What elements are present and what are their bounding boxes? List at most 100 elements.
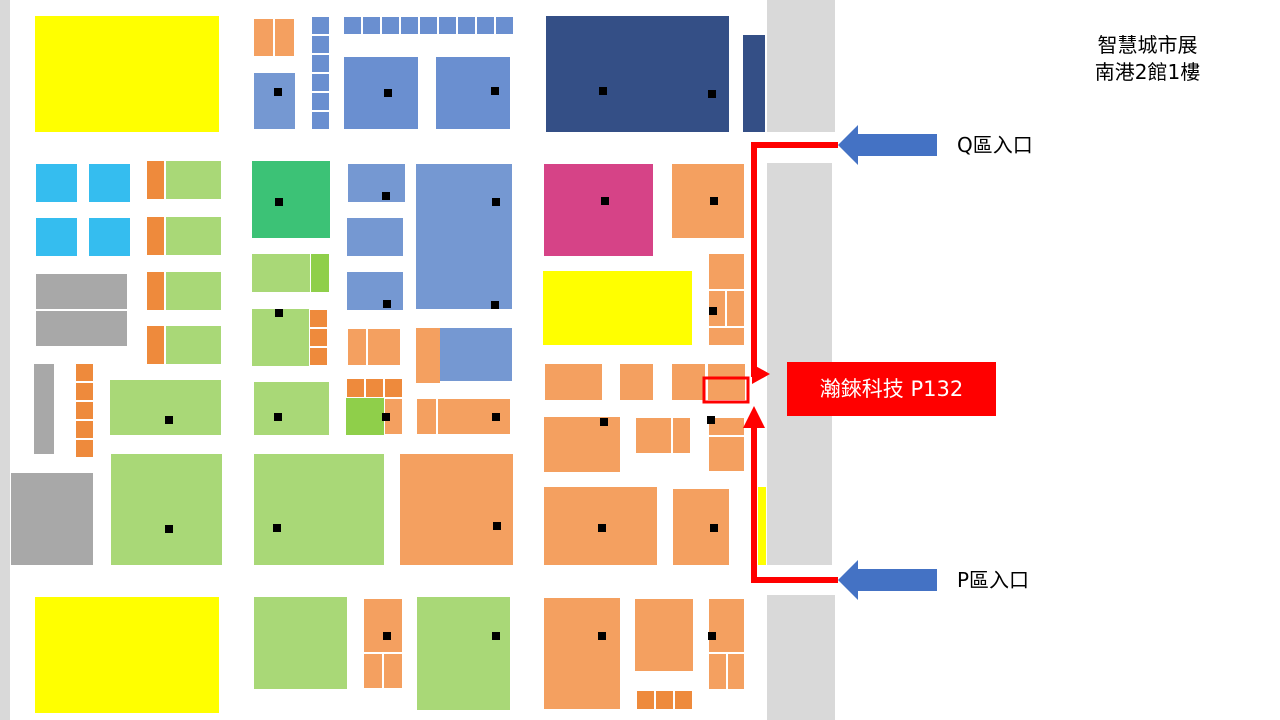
booth-green	[254, 382, 329, 435]
booth-orange	[673, 489, 729, 565]
hall-title-line2: 南港2館1樓	[1094, 60, 1201, 84]
booth-blue-small	[400, 16, 419, 35]
booth-orange-small	[75, 363, 94, 382]
booth-gray-narrow	[34, 364, 54, 454]
booth-gray-large	[11, 473, 93, 565]
booth-marker	[382, 192, 390, 200]
booth-marker	[710, 197, 718, 205]
booth-callout[interactable]: 瀚錸科技 P132	[787, 362, 996, 416]
booth-marker	[384, 89, 392, 97]
booth-orange	[545, 364, 602, 400]
booth-cyan	[36, 164, 77, 202]
booth-orange	[708, 598, 745, 653]
booth-orange-small	[655, 690, 674, 710]
booth-blue-tall	[416, 164, 512, 309]
booth-green	[166, 326, 221, 364]
booth-orange	[708, 436, 745, 472]
booth-cyan	[36, 218, 77, 256]
booth-orange-small	[75, 420, 94, 439]
booth-orange	[708, 253, 745, 290]
booth-blue-small	[457, 16, 476, 35]
booth-orange-small	[147, 326, 164, 364]
booth-marker	[383, 300, 391, 308]
booth-blue-small	[362, 16, 381, 35]
booth-marker	[601, 197, 609, 205]
booth-p132[interactable]	[708, 364, 745, 400]
booth-marker	[708, 632, 716, 640]
booth-orange-small	[309, 328, 328, 347]
booth-orange	[363, 598, 403, 653]
booth-orange	[672, 364, 705, 400]
booth-marker	[710, 524, 718, 532]
booth-green-small	[346, 398, 384, 435]
booth-orange-small	[75, 439, 94, 458]
booth-orange-large	[544, 598, 620, 709]
booth-blue	[440, 328, 512, 381]
booth-orange-small	[75, 401, 94, 420]
booth-marker	[165, 416, 173, 424]
booth-marker	[598, 632, 606, 640]
booth-marker	[165, 525, 173, 533]
booth-green	[110, 380, 221, 435]
booth-marker	[598, 524, 606, 532]
booth-orange-small	[147, 217, 164, 255]
booth-dark-green	[252, 161, 330, 238]
booth-marker	[599, 87, 607, 95]
booth-navy-narrow	[743, 35, 765, 132]
aisle-bottom	[767, 595, 835, 720]
booth-orange	[620, 364, 653, 400]
booth-orange	[708, 653, 727, 690]
booth-blue-small	[311, 92, 330, 111]
booth-marker	[492, 632, 500, 640]
booth-cyan	[89, 164, 130, 202]
booth-orange	[672, 417, 691, 454]
booth-magenta	[544, 164, 653, 256]
booth-gray	[35, 273, 128, 310]
booth-blue-small	[311, 16, 330, 35]
booth-blue-small	[419, 16, 438, 35]
booth-orange	[416, 398, 437, 435]
booth-yellow-strip	[758, 487, 766, 565]
booth-orange-small	[674, 690, 693, 710]
booth-green	[417, 597, 510, 710]
booth-marker	[492, 413, 500, 421]
booth-blue-small	[311, 73, 330, 92]
booth-marker	[493, 522, 501, 530]
booth-orange	[253, 18, 274, 57]
booth-orange-small	[365, 378, 384, 398]
p-entrance-label: P區入口	[957, 568, 1030, 592]
booth-orange	[635, 599, 693, 671]
booth-marker	[382, 413, 390, 421]
booth-green	[252, 254, 310, 292]
booth-orange-small	[636, 690, 655, 710]
booth-orange	[416, 328, 440, 383]
booth-yellow-top-left	[35, 16, 219, 132]
hall-title: 智慧城市展 南港2館1樓	[1070, 32, 1225, 86]
booth-marker	[275, 309, 283, 317]
booth-orange-small	[346, 378, 365, 398]
booth-cyan	[89, 218, 130, 256]
booth-marker	[492, 198, 500, 206]
booth-blue-small	[476, 16, 495, 35]
booth-blue-small	[438, 16, 457, 35]
booth-orange	[347, 328, 367, 366]
booth-marker	[383, 632, 391, 640]
booth-yellow	[543, 271, 692, 345]
booth-blue	[347, 218, 403, 256]
booth-marker	[708, 90, 716, 98]
booth-green	[166, 272, 221, 310]
booth-green	[252, 309, 309, 366]
booth-marker	[273, 524, 281, 532]
booth-blue	[344, 57, 418, 129]
booth-orange-small	[384, 378, 403, 398]
booth-blue	[347, 272, 403, 310]
booth-orange-small	[147, 272, 164, 310]
booth-green-small	[311, 254, 329, 292]
booth-marker	[491, 87, 499, 95]
p-entrance-arrow-icon	[838, 560, 937, 600]
q-entrance-label: Q區入口	[957, 133, 1033, 157]
booth-orange	[544, 417, 620, 472]
booth-yellow-bottom-left	[35, 597, 219, 713]
booth-orange	[274, 18, 295, 57]
hall-title-line1: 智慧城市展	[1097, 33, 1198, 57]
